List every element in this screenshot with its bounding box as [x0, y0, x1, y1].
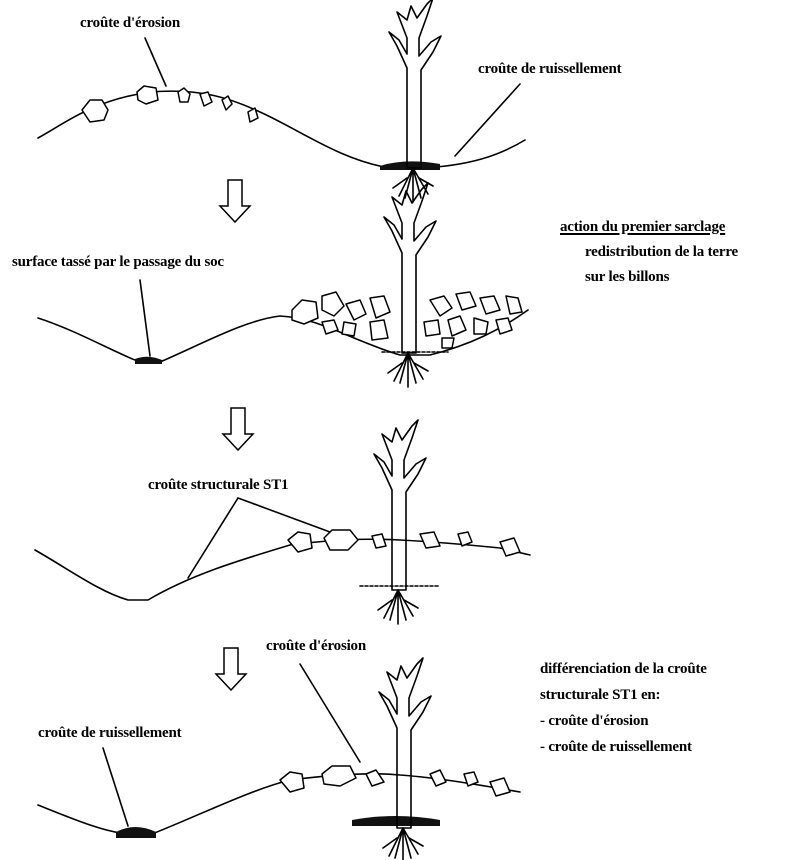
- panel-2-profile: [38, 183, 528, 387]
- plant-icon: [379, 658, 431, 860]
- erosion-crust-label: croûte d'érosion: [80, 14, 180, 33]
- clod-icon: [288, 530, 520, 556]
- leader-line: [188, 498, 238, 578]
- panel-3-profile: [35, 420, 530, 624]
- leader-line: [103, 748, 128, 826]
- plant-icon: [384, 183, 436, 387]
- leader-line: [140, 280, 150, 356]
- clod-icon: [280, 766, 510, 796]
- plant-icon: [374, 420, 426, 624]
- diff-line-1: différenciation de la croûte: [540, 660, 707, 679]
- action-title: action du premier sarclage: [560, 218, 725, 237]
- down-arrow-icon: [220, 180, 250, 222]
- runoff-crust-label: croûte de ruissellement: [478, 60, 621, 79]
- runoff-crust-label-2: croûte de ruissellement: [38, 724, 181, 743]
- erosion-crust-label-2: croûte d'érosion: [266, 637, 366, 656]
- plant-icon: [389, 0, 441, 202]
- down-arrow-icon: [223, 408, 253, 450]
- diff-line-4: - croûte de ruissellement: [540, 738, 692, 757]
- soc-surface-label: surface tassé par le passage du soc: [12, 253, 224, 272]
- leader-line: [145, 38, 166, 86]
- action-line-2: redistribution de la terre: [585, 243, 738, 262]
- leader-line: [238, 498, 330, 532]
- down-arrow-icon: [216, 648, 246, 690]
- action-line-3: sur les billons: [585, 268, 669, 287]
- leader-line: [300, 664, 360, 762]
- leader-line: [455, 84, 520, 156]
- clod-icon: [292, 292, 522, 348]
- diff-line-3: - croûte d'érosion: [540, 712, 648, 731]
- diff-line-2: structurale ST1 en:: [540, 686, 660, 705]
- structural-crust-label: croûte structurale ST1: [148, 476, 288, 495]
- panel-4-profile: [38, 658, 520, 860]
